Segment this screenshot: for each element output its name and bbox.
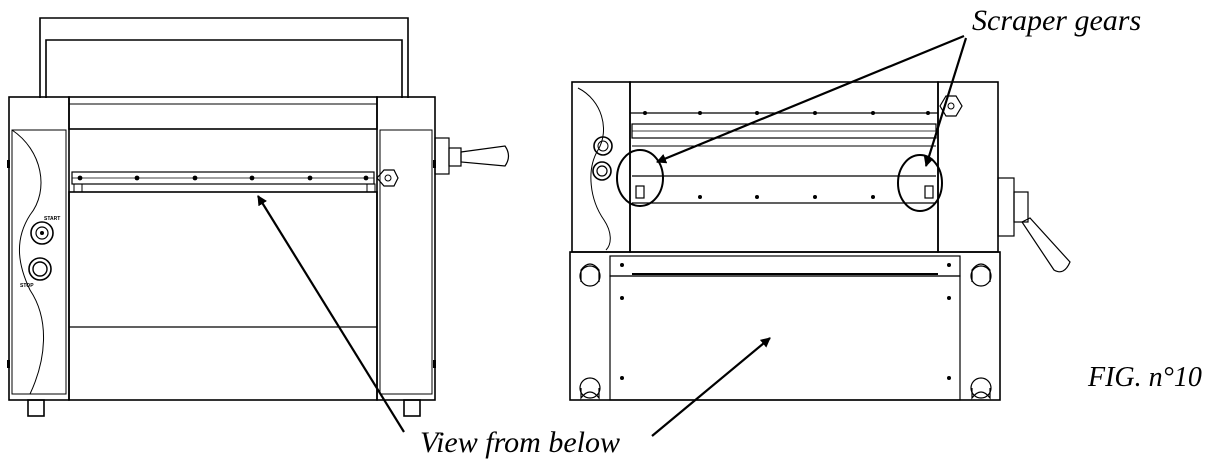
machine-front-view [7, 17, 510, 417]
roller-bar [71, 171, 376, 193]
start-button-right [593, 136, 613, 156]
center-frame [629, 81, 939, 253]
base-screws [620, 263, 951, 380]
top-housing [68, 96, 378, 130]
side-knob [376, 169, 399, 187]
scraper-gear-callout-left [616, 149, 664, 207]
roller-screws [77, 175, 369, 181]
stop-button-right [592, 161, 612, 181]
right-panel [937, 81, 999, 253]
arrow-scraper-left [656, 34, 965, 164]
scraper-gear-left [635, 185, 645, 199]
scraper-gears-label: Scraper gears [972, 4, 1142, 37]
machine-base [569, 251, 1001, 401]
machine-below-view [569, 81, 1071, 401]
left-side-panel [8, 96, 70, 401]
stop-button [28, 257, 52, 281]
lower-body [68, 191, 378, 401]
scraper-gear-right [924, 185, 934, 199]
arrow-view-below-left [257, 195, 405, 433]
crank-handle-right [997, 177, 1071, 273]
start-button [30, 221, 54, 245]
control-panel [571, 81, 631, 253]
figure-label: FIG. n°10 [1088, 362, 1202, 393]
arrow-view-below-right [651, 337, 771, 437]
top-handle [39, 17, 409, 98]
foot-left [27, 399, 45, 417]
stop-label: STOP [20, 283, 34, 289]
arrow-scraper-right [923, 37, 968, 167]
callout-arrows [257, 34, 968, 437]
foot-right [403, 399, 421, 417]
top-knob [939, 95, 963, 117]
view-from-below-label: View from below [420, 426, 620, 459]
scraper-gear-callout-right [897, 154, 943, 212]
right-side-panel [376, 96, 436, 401]
crank-handle [434, 137, 510, 175]
start-label: START [44, 216, 60, 222]
frame-screws [643, 111, 930, 199]
